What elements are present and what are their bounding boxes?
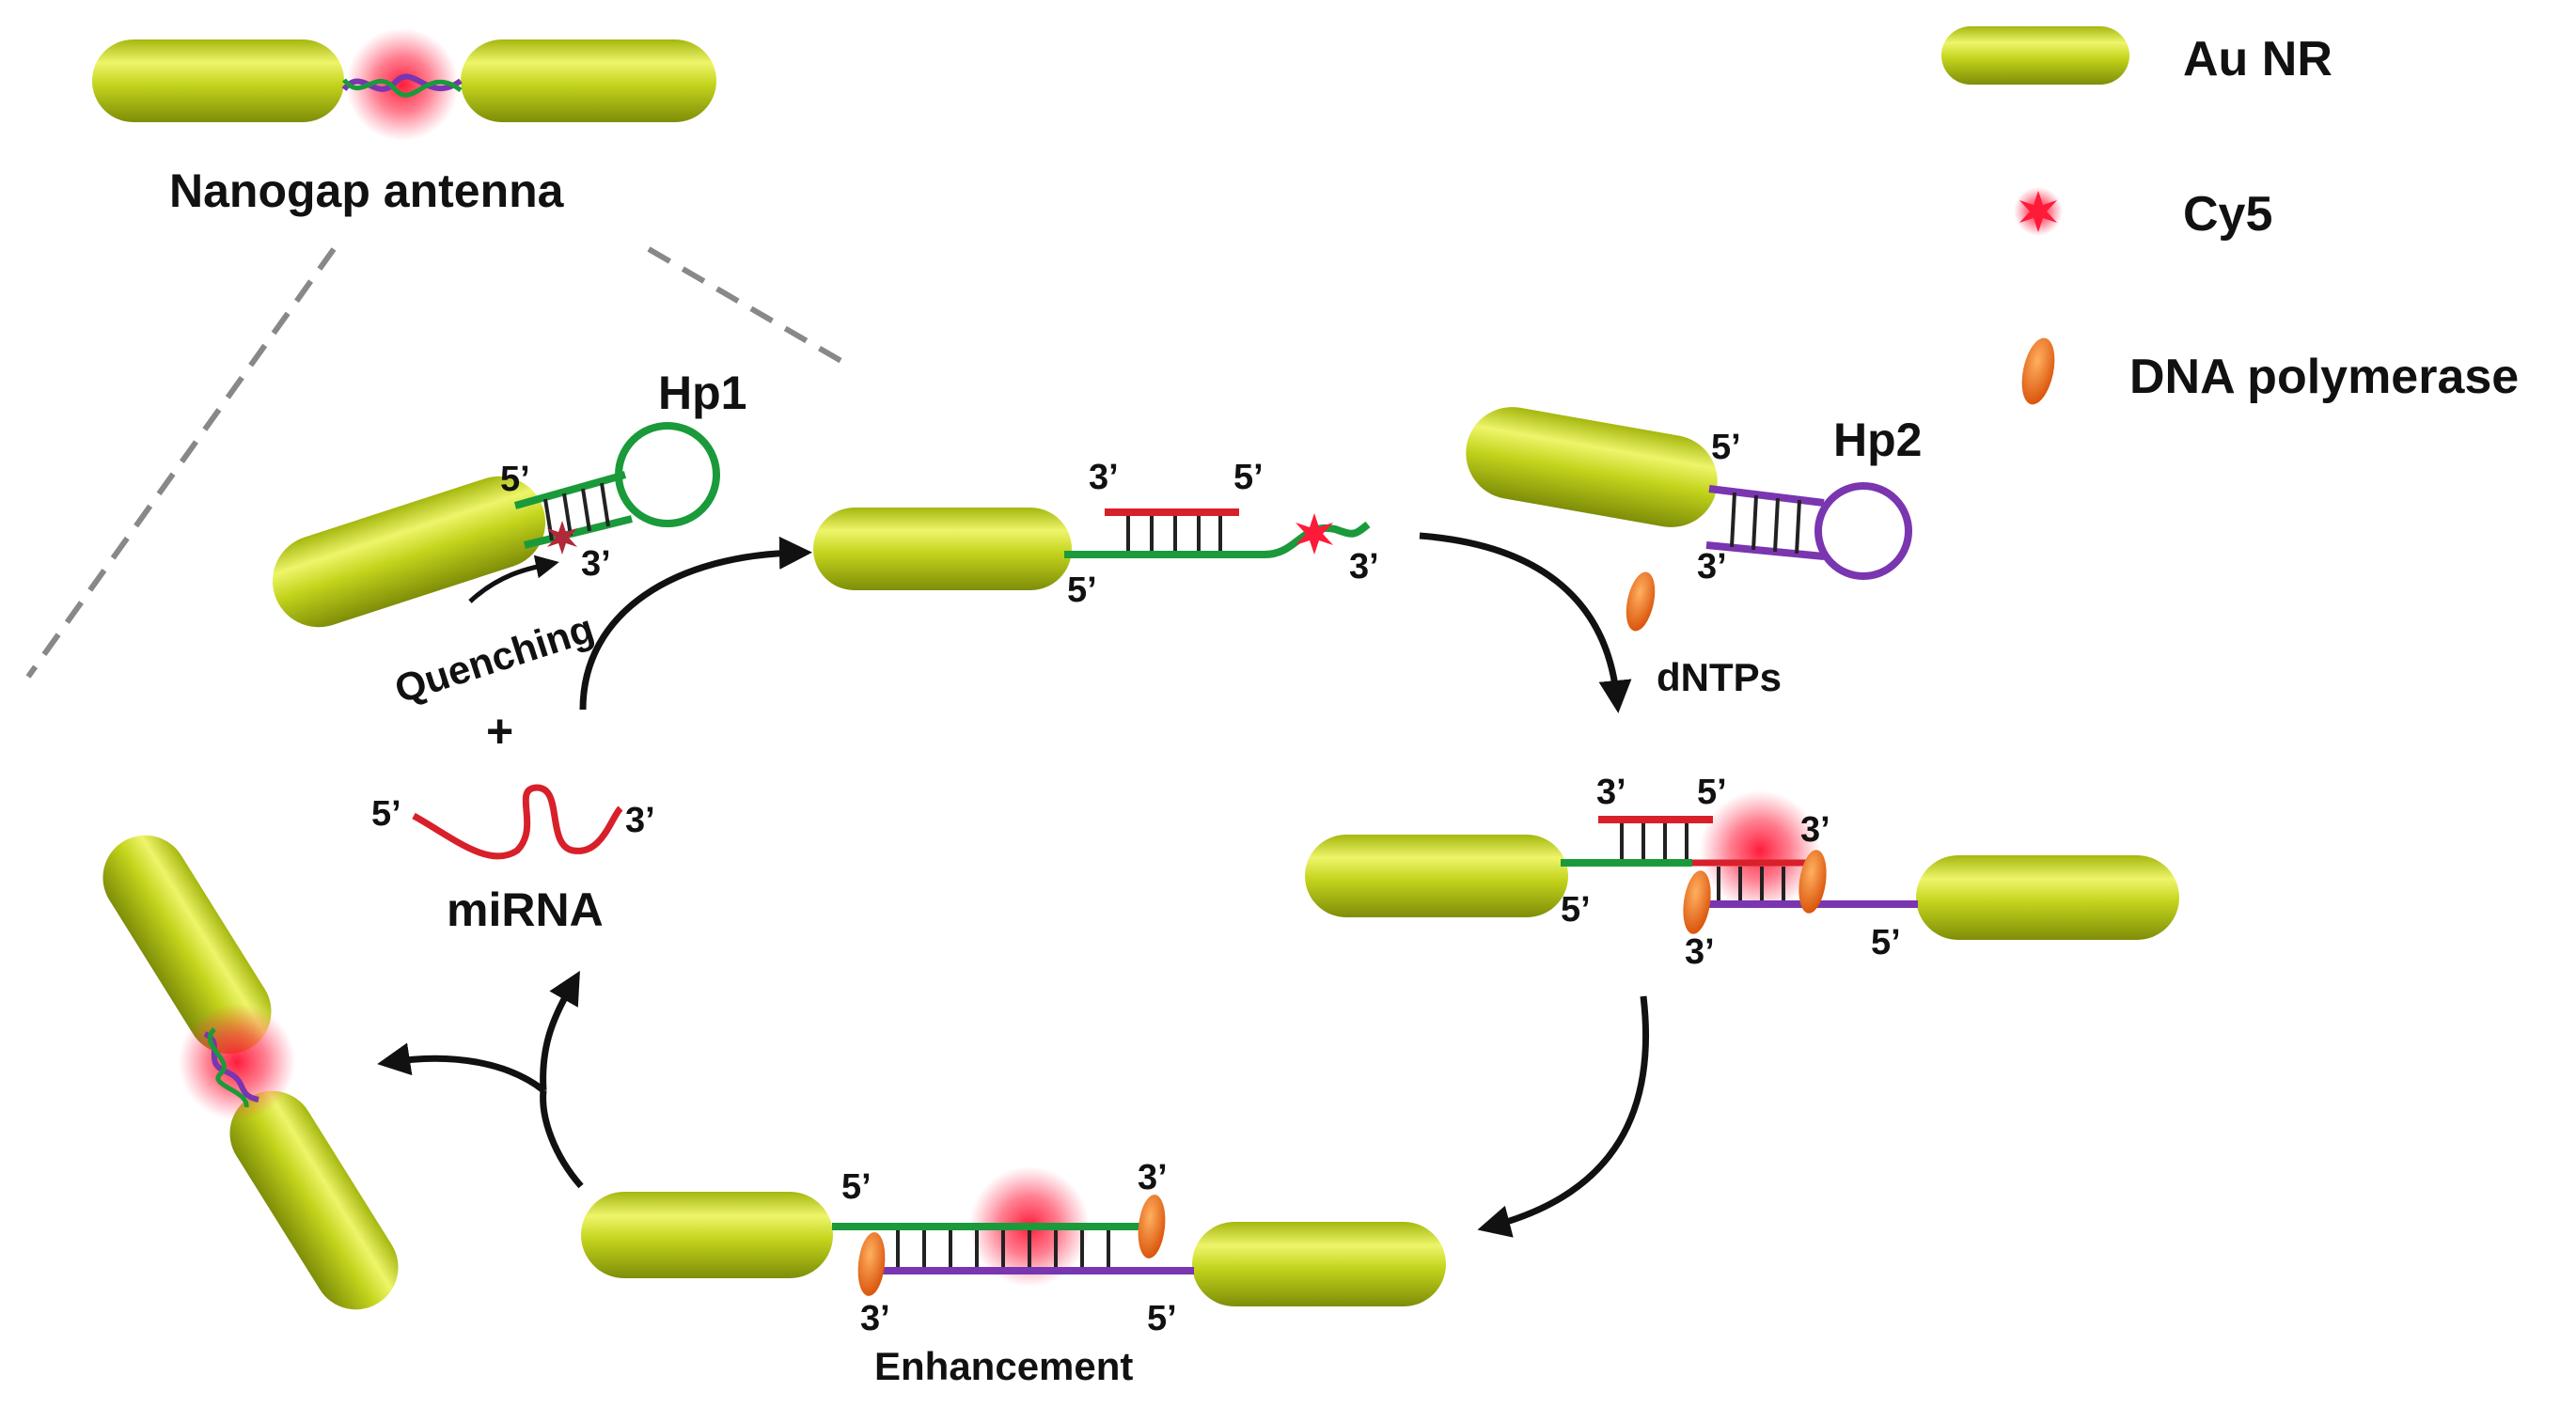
au-nr-rod (581, 1192, 833, 1278)
enhancement-label: Enhancement (874, 1344, 1133, 1388)
ext-mirna-3prime-label: 3’ (1596, 773, 1626, 812)
hp2-stem-strand (1705, 541, 1825, 560)
hp1-probe-state (272, 422, 720, 628)
open-strand-5prime-label: 5’ (1067, 571, 1097, 610)
cycle-arrow (377, 1042, 546, 1093)
hp1-loop (615, 422, 720, 527)
quenching-label: Quenching (389, 605, 599, 711)
ext-hp2-5prime-label: 5’ (1871, 923, 1901, 962)
hp2-loop (1814, 482, 1912, 580)
cycle-arrow (540, 1089, 584, 1189)
legend-polymerase-icon (2021, 337, 2055, 405)
enh-5prime-label: 5’ (841, 1167, 872, 1207)
cy5-glow (179, 1004, 295, 1120)
cy5-quenched-star-icon (547, 521, 577, 555)
polymerase-icon (1798, 850, 1827, 914)
enhancement-state (581, 1166, 1446, 1306)
nanogap-antenna-dimer (92, 28, 716, 141)
au-nr-rod (1192, 1222, 1446, 1306)
hp2-probe (1466, 407, 1912, 580)
hp1-base-pairs (543, 482, 610, 541)
duplex-base-pairs (896, 1230, 1110, 1267)
polymerase-icon (1138, 1195, 1166, 1258)
cycle-arrow (540, 970, 580, 1091)
au-nr-rod (461, 39, 716, 122)
legend-cy5-label: Cy5 (2183, 187, 2272, 242)
ext-mirna-5prime-label: 5’ (1697, 773, 1727, 812)
au-nr-rod (229, 1090, 399, 1310)
polymerase-icon (1683, 870, 1711, 934)
mirna-5prime-label: 5’ (371, 794, 401, 834)
legend-au-nr-label: Au NR (2183, 32, 2333, 86)
quenching-arrow (468, 555, 559, 603)
ext-hp2-3prime-label: 3’ (1685, 932, 1715, 972)
mirna-3prime-label: 3’ (625, 801, 655, 840)
ext-strand-3prime-label: 3’ (1800, 810, 1830, 850)
hp2-5prime-label: 5’ (1711, 428, 1741, 467)
plus-sign: + (486, 705, 513, 758)
duplex-base-pairs (1126, 516, 1222, 551)
polymerase-extension-state (1305, 790, 2179, 940)
nanogap-antenna-label: Nanogap antenna (169, 164, 565, 217)
zoom-dashed-line (25, 247, 337, 679)
au-nr-rod (92, 39, 344, 122)
duplex-3prime-label: 3’ (1089, 458, 1119, 497)
dna-linker (207, 1027, 249, 1108)
polymerase-icon (857, 1232, 886, 1296)
legend-au-nr-rod (1941, 26, 2129, 85)
hp1-3prime-label: 3’ (581, 544, 611, 584)
cycle-arrow (579, 536, 812, 711)
dna-linker (203, 1031, 259, 1102)
open-strand-3prime-label: 3’ (1349, 547, 1379, 586)
enh-3prime-label: 3’ (1138, 1158, 1168, 1197)
hp1-5prime-label: 5’ (500, 460, 530, 499)
enh-3prime-label-bottom: 3’ (860, 1299, 890, 1338)
ext-hp1-5prime-label: 5’ (1561, 890, 1591, 930)
cycle-arrow (1419, 532, 1632, 713)
enh-5prime-label-bottom: 5’ (1147, 1299, 1177, 1338)
au-nr-rod (1305, 835, 1568, 917)
dntps-label: dNTPs (1657, 655, 1782, 699)
legend-cy5-star-icon (2014, 187, 2063, 236)
dna-linker (341, 73, 463, 92)
mirna-strand (412, 784, 623, 860)
hp2-3prime-label: 3’ (1697, 547, 1727, 586)
dna-linker (342, 78, 463, 98)
legend: Au NR Cy5 DNA polymerase (1941, 26, 2519, 405)
product-antenna-dimer (102, 835, 399, 1310)
legend-polymerase-label: DNA polymerase (2129, 350, 2519, 404)
polymerase-icon (1626, 571, 1656, 632)
cycle-arrow (1477, 995, 1650, 1238)
duplex-base-pairs (1620, 823, 1785, 900)
au-nr-rod (813, 508, 1072, 590)
cy5-star-icon (1296, 513, 1333, 555)
hp2-stem-strand (1708, 485, 1825, 507)
hp1-label: Hp1 (658, 367, 746, 419)
hp1-stem-strand (513, 471, 627, 509)
duplex-5prime-label: 5’ (1233, 458, 1264, 497)
au-nr-rod (1466, 407, 1718, 527)
zoom-dashed-line (647, 246, 853, 369)
opened-hp1-mirna-duplex (813, 508, 1371, 590)
cy5-glow (346, 28, 459, 141)
au-nr-rod (1916, 855, 2179, 940)
au-nr-rod (272, 476, 546, 628)
mirna-label: miRNA (447, 883, 604, 936)
hp2-label: Hp2 (1833, 414, 1922, 466)
cy5-glow (1700, 790, 1820, 911)
hp2-base-pairs (1730, 492, 1801, 555)
au-nr-rod (102, 835, 272, 1055)
hp1-stem-strand (524, 515, 633, 549)
